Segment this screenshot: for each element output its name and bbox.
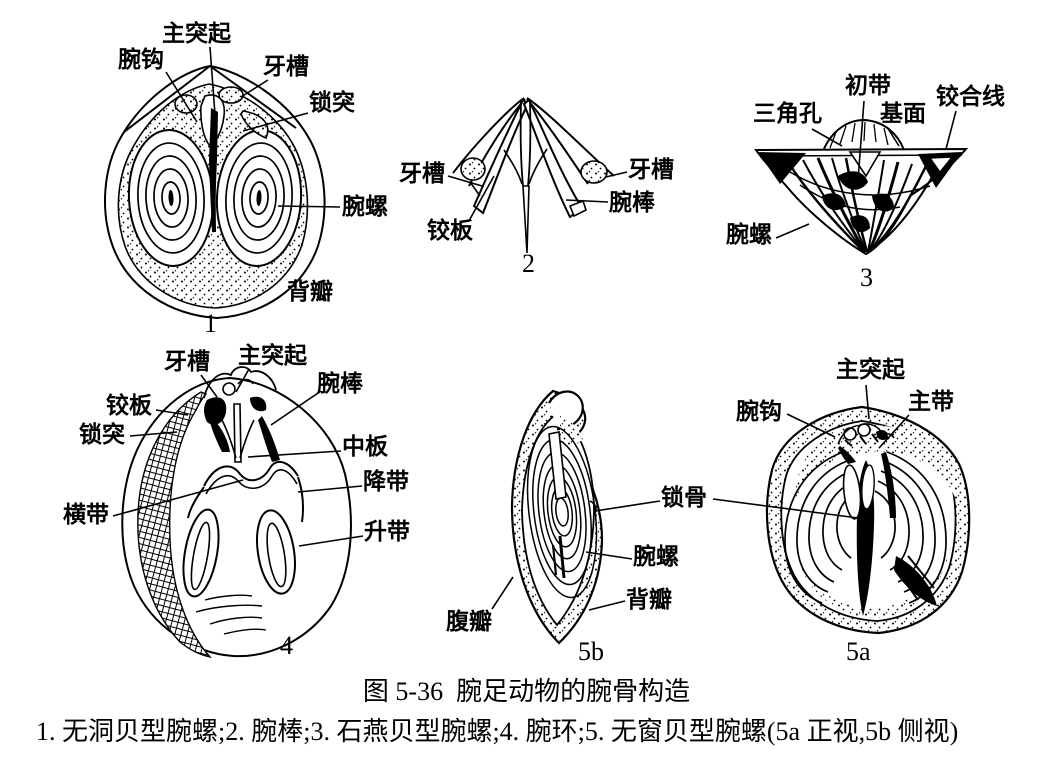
fig5b-label-ventral-valve: 腹瓣 [446,609,492,634]
shared-label-jugum: 锁骨 [661,485,707,510]
fig2-label-crus: 腕棒 [609,190,655,215]
fig3-label-interarea: 基面 [880,101,926,126]
fig4-label-hinge-plate: 铰板 [106,393,152,418]
fig5b-drawing [510,389,604,645]
fig4-label-crus: 腕棒 [317,371,363,396]
fig3-label-delthyrium: 三角孔 [753,101,822,126]
fig3-label-spiralium: 腕螺 [726,222,772,247]
fig1-drawing [104,64,326,320]
figure-legend: 1. 无洞贝型腕螺;2. 腕棒;3. 石燕贝型腕螺;4. 腕环;5. 无窗贝型腕… [36,717,959,746]
fig1-label-brachial-hook: 腕钩 [118,47,164,72]
fig5a-label-main-process: 主突起 [836,357,905,382]
fig4-label-transverse-band: 横带 [63,502,109,527]
fig5a-number: 5a [846,637,871,666]
fig5b-label-dorsal-valve: 背瓣 [626,587,672,612]
fig5a-label-brachial-hook: 腕钩 [736,399,782,424]
fig4-label-median-plate: 中板 [342,434,388,459]
fig1-label-dorsal-valve: 背瓣 [287,279,333,304]
figure-caption: 图 5-36 腕足动物的腕骨构造 [362,677,691,706]
fig1-label-main-process: 主突起 [162,21,231,46]
fig2-label-tooth-socket-left: 牙槽 [399,161,445,186]
fig1-label-tooth-socket: 牙槽 [263,54,309,79]
fig4-label-tooth-socket: 牙槽 [164,349,210,374]
fig5a-drawing [765,405,971,635]
fig1-label-lock-process: 锁突 [309,90,355,115]
fig4-number: 4 [280,631,293,660]
fig4-label-main-process: 主突起 [238,343,307,368]
fig5b-label-spiralium: 腕螺 [633,544,679,569]
fig4-label-ascending-band: 升带 [364,519,410,544]
fig3-number: 3 [860,263,873,292]
leader-lines [112,46,957,611]
fig1-number: 1 [204,309,217,338]
fig2-number: 2 [522,249,535,278]
fig4-label-lock-process: 锁突 [79,422,125,447]
fig4-label-descending-band: 降带 [363,469,409,494]
fig1-label-spiralium: 腕螺 [342,194,388,219]
fig3-label-hinge-line: 铰合线 [936,84,1005,109]
fig3-drawing [754,118,969,256]
fig2-label-tooth-socket-right: 牙槽 [628,157,674,182]
fig3-label-primary-lamella: 初带 [845,73,891,98]
fig2-label-hinge-plate: 铰板 [427,218,473,243]
fig5b-number: 5b [578,637,604,666]
fig5a-label-main-lamella: 主带 [908,389,954,414]
fig4-drawing [121,366,352,659]
fig2-drawing [452,97,615,254]
